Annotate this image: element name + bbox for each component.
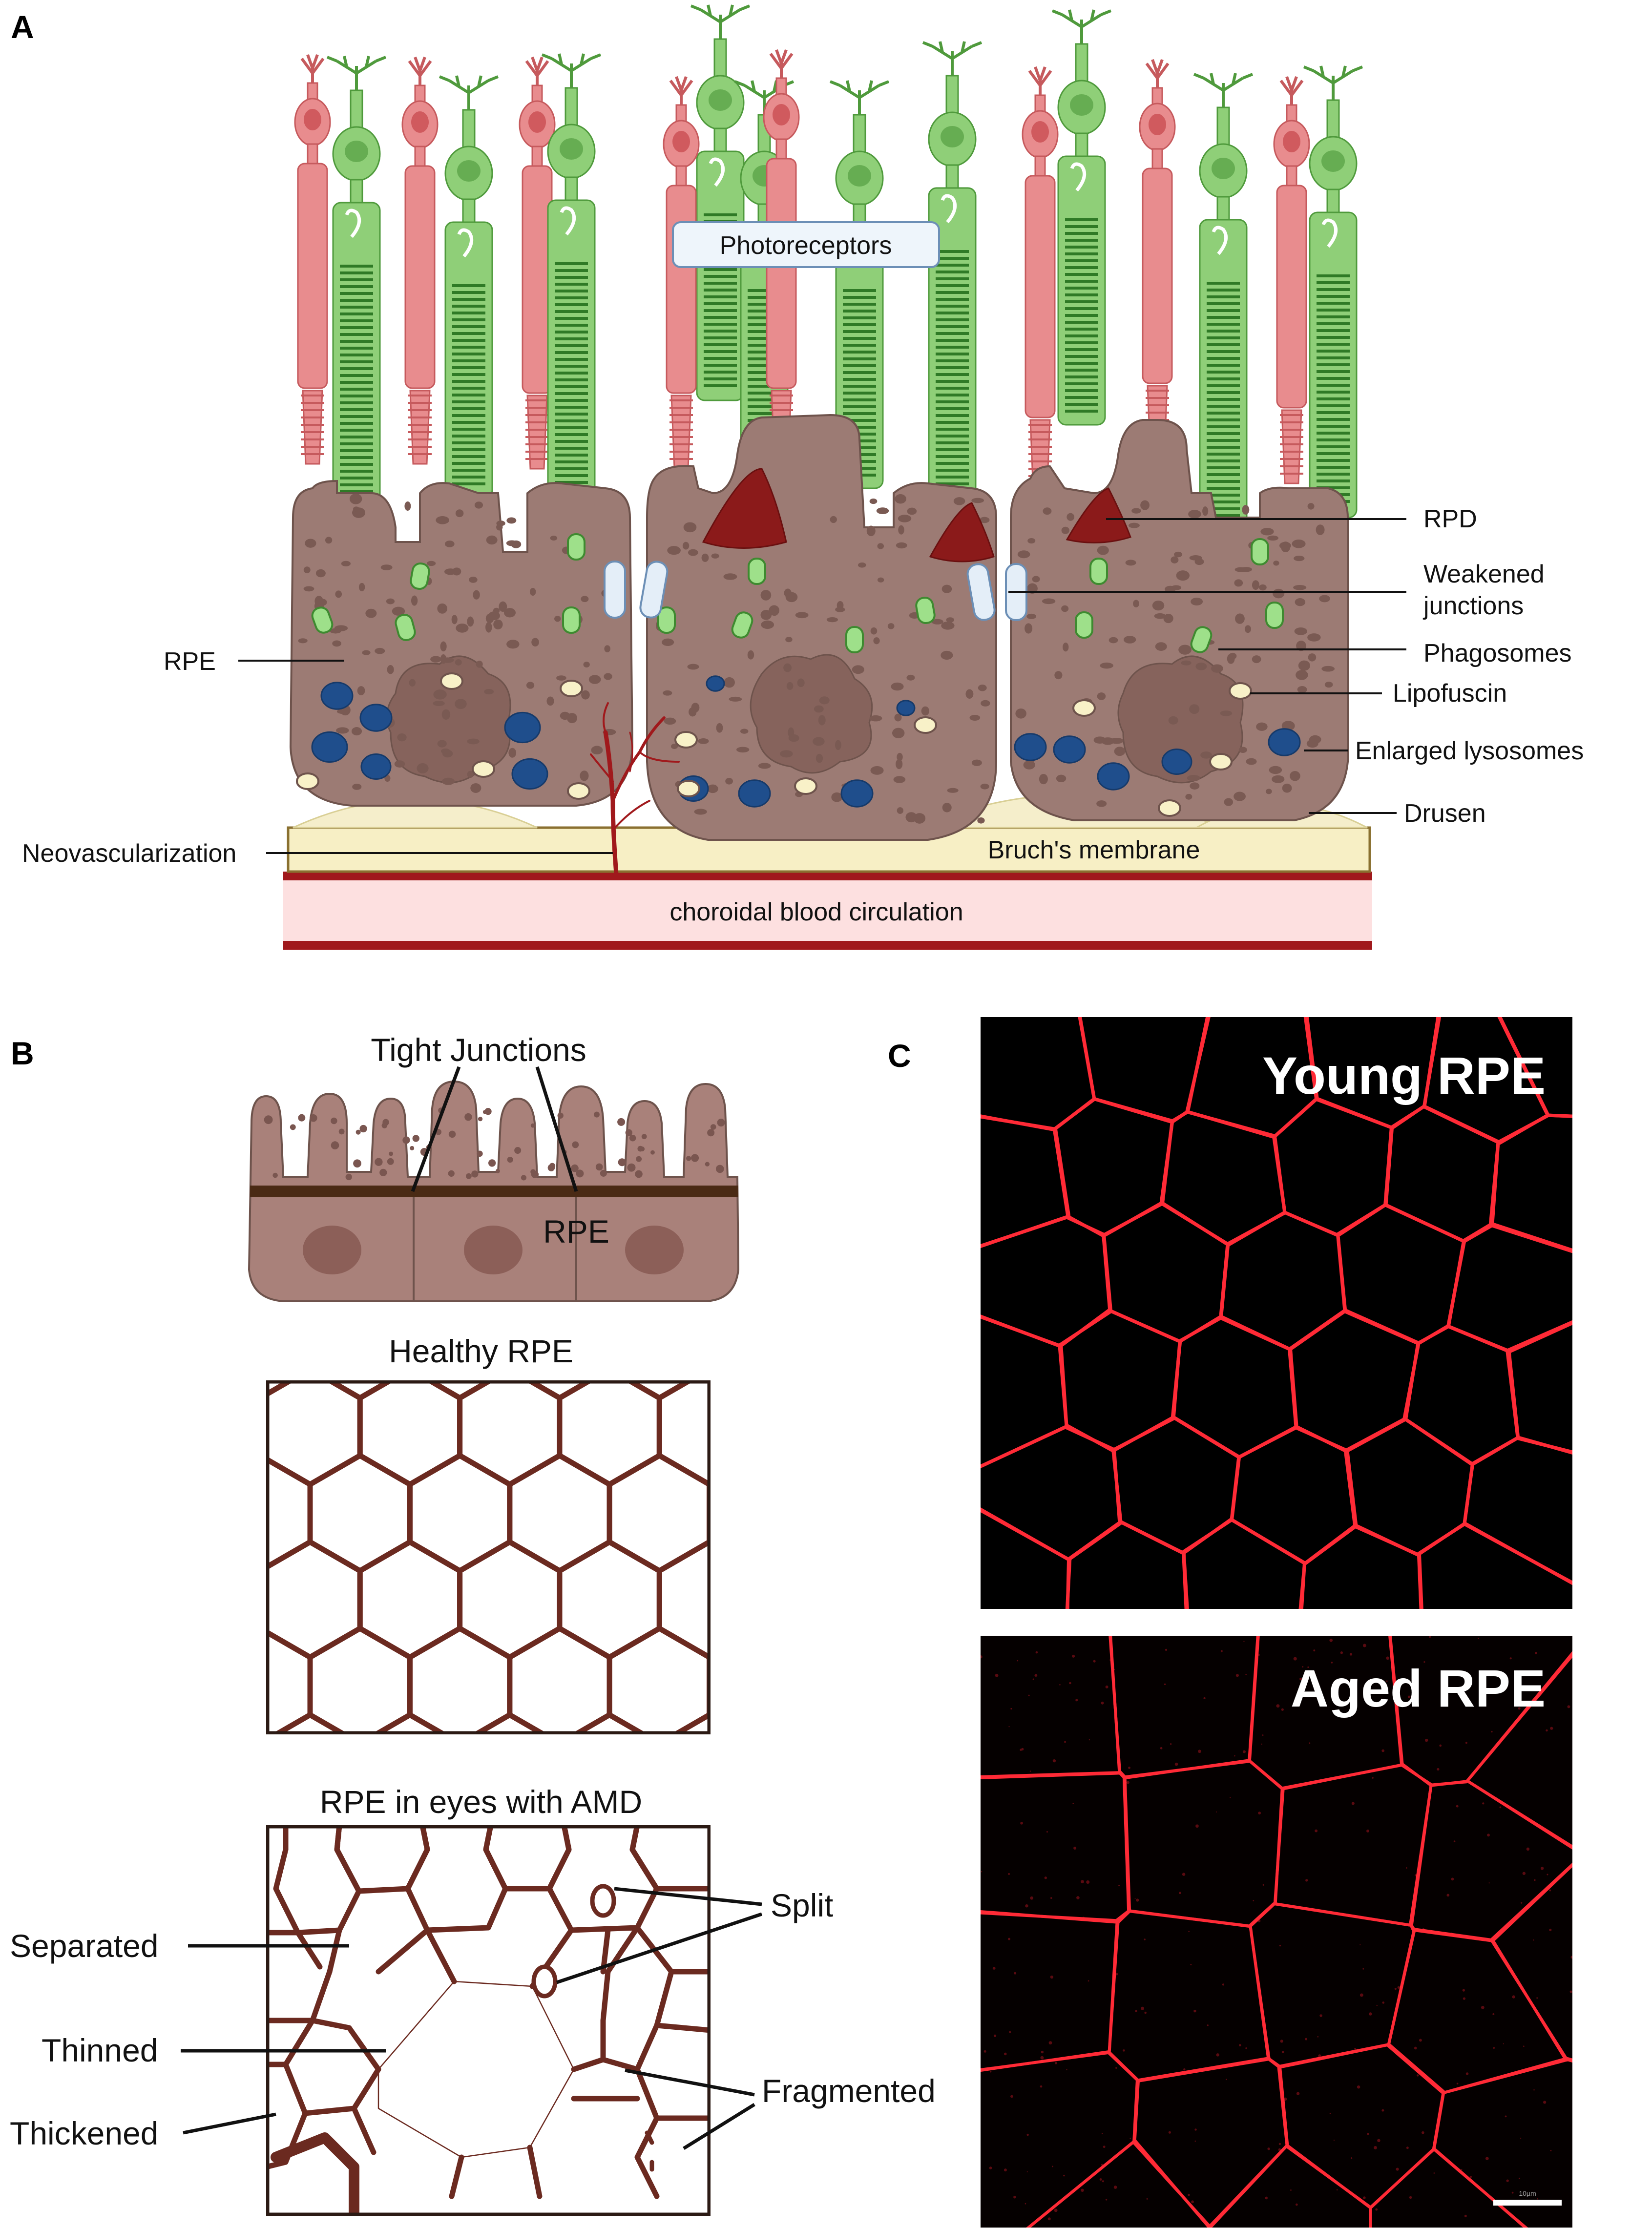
rod-cell [1051,9,1112,426]
tight-junctions-label: Tight Junctions [371,1032,586,1068]
drusen-label: Drusen [1404,799,1486,828]
rpd-label: RPD [1423,505,1477,533]
thickened-label: Thickened [10,2115,159,2151]
rod-cell [326,56,387,538]
healthy-rpe-title: Healthy RPE [389,1333,573,1369]
fragmented-label: Fragmented [762,2073,936,2109]
scale-label: 10µm [1519,2189,1536,2197]
cone-cell [1273,76,1310,484]
tight-junction-cell-granules [264,1107,725,1181]
panel-c-letter: C [888,1038,911,1074]
rpe-label-b: RPE [543,1213,609,1250]
scale-bar [1493,2200,1562,2206]
photoreceptors-label: Photoreceptors [720,231,892,260]
neovascular-vessels [590,702,680,876]
choroidal-label: choroidal blood circulation [669,898,963,926]
rpe-label-a: RPE [164,647,216,676]
healthy-hex-grid [266,1380,711,1734]
rod-cell [1303,65,1363,519]
enlarged-lysosomes-label: Enlarged lysosomes [1355,737,1584,765]
cone-cell [763,49,800,465]
rpd-deposits [702,468,1131,562]
lipofuscin-label: Lipofuscin [1393,679,1507,708]
thinned-label: Thinned [42,2032,158,2068]
phagosomes-label: Phagosomes [1423,639,1572,667]
panel-a-letter: A [11,9,34,45]
cone-cell [1139,59,1176,460]
cone-cell [401,56,439,465]
cone-cell [519,56,556,470]
cone-cell [1022,66,1059,494]
aged-rpe-micrograph: Aged RPE 10µm [981,1636,1572,2228]
panel-b-letter: B [11,1035,34,1071]
weakened-label-1: Weakened [1423,560,1545,588]
young-rpe-micrograph: Young RPE [981,1017,1572,1609]
tight-junction-cells [248,1080,740,1302]
amd-hex-grid [266,1825,711,2216]
rpe-nuclei [386,654,1244,784]
cone-cell [294,54,331,465]
split-label: Split [771,1887,833,1923]
amd-rpe-title: RPE in eyes with AMD [320,1784,642,1820]
rod-cell [1193,73,1254,567]
weakened-junctions [604,561,1027,621]
choroid: choroidal blood circulation [283,872,1372,950]
rod-cell [922,41,983,504]
bruchs-label: Bruch's membrane [988,836,1200,864]
rod-cell [439,75,499,499]
aged-rpe-label: Aged RPE [1291,1659,1546,1718]
photoreceptors-callout: Photoreceptors [672,221,940,268]
photoreceptor-layer [294,4,1363,567]
neovascularization-label: Neovascularization [22,839,236,868]
weakened-label-2: junctions [1422,592,1524,620]
rpe-organelles [296,493,1335,824]
separated-label: Separated [10,1928,159,1964]
cone-cell [663,76,700,470]
young-rpe-label: Young RPE [1262,1046,1546,1105]
